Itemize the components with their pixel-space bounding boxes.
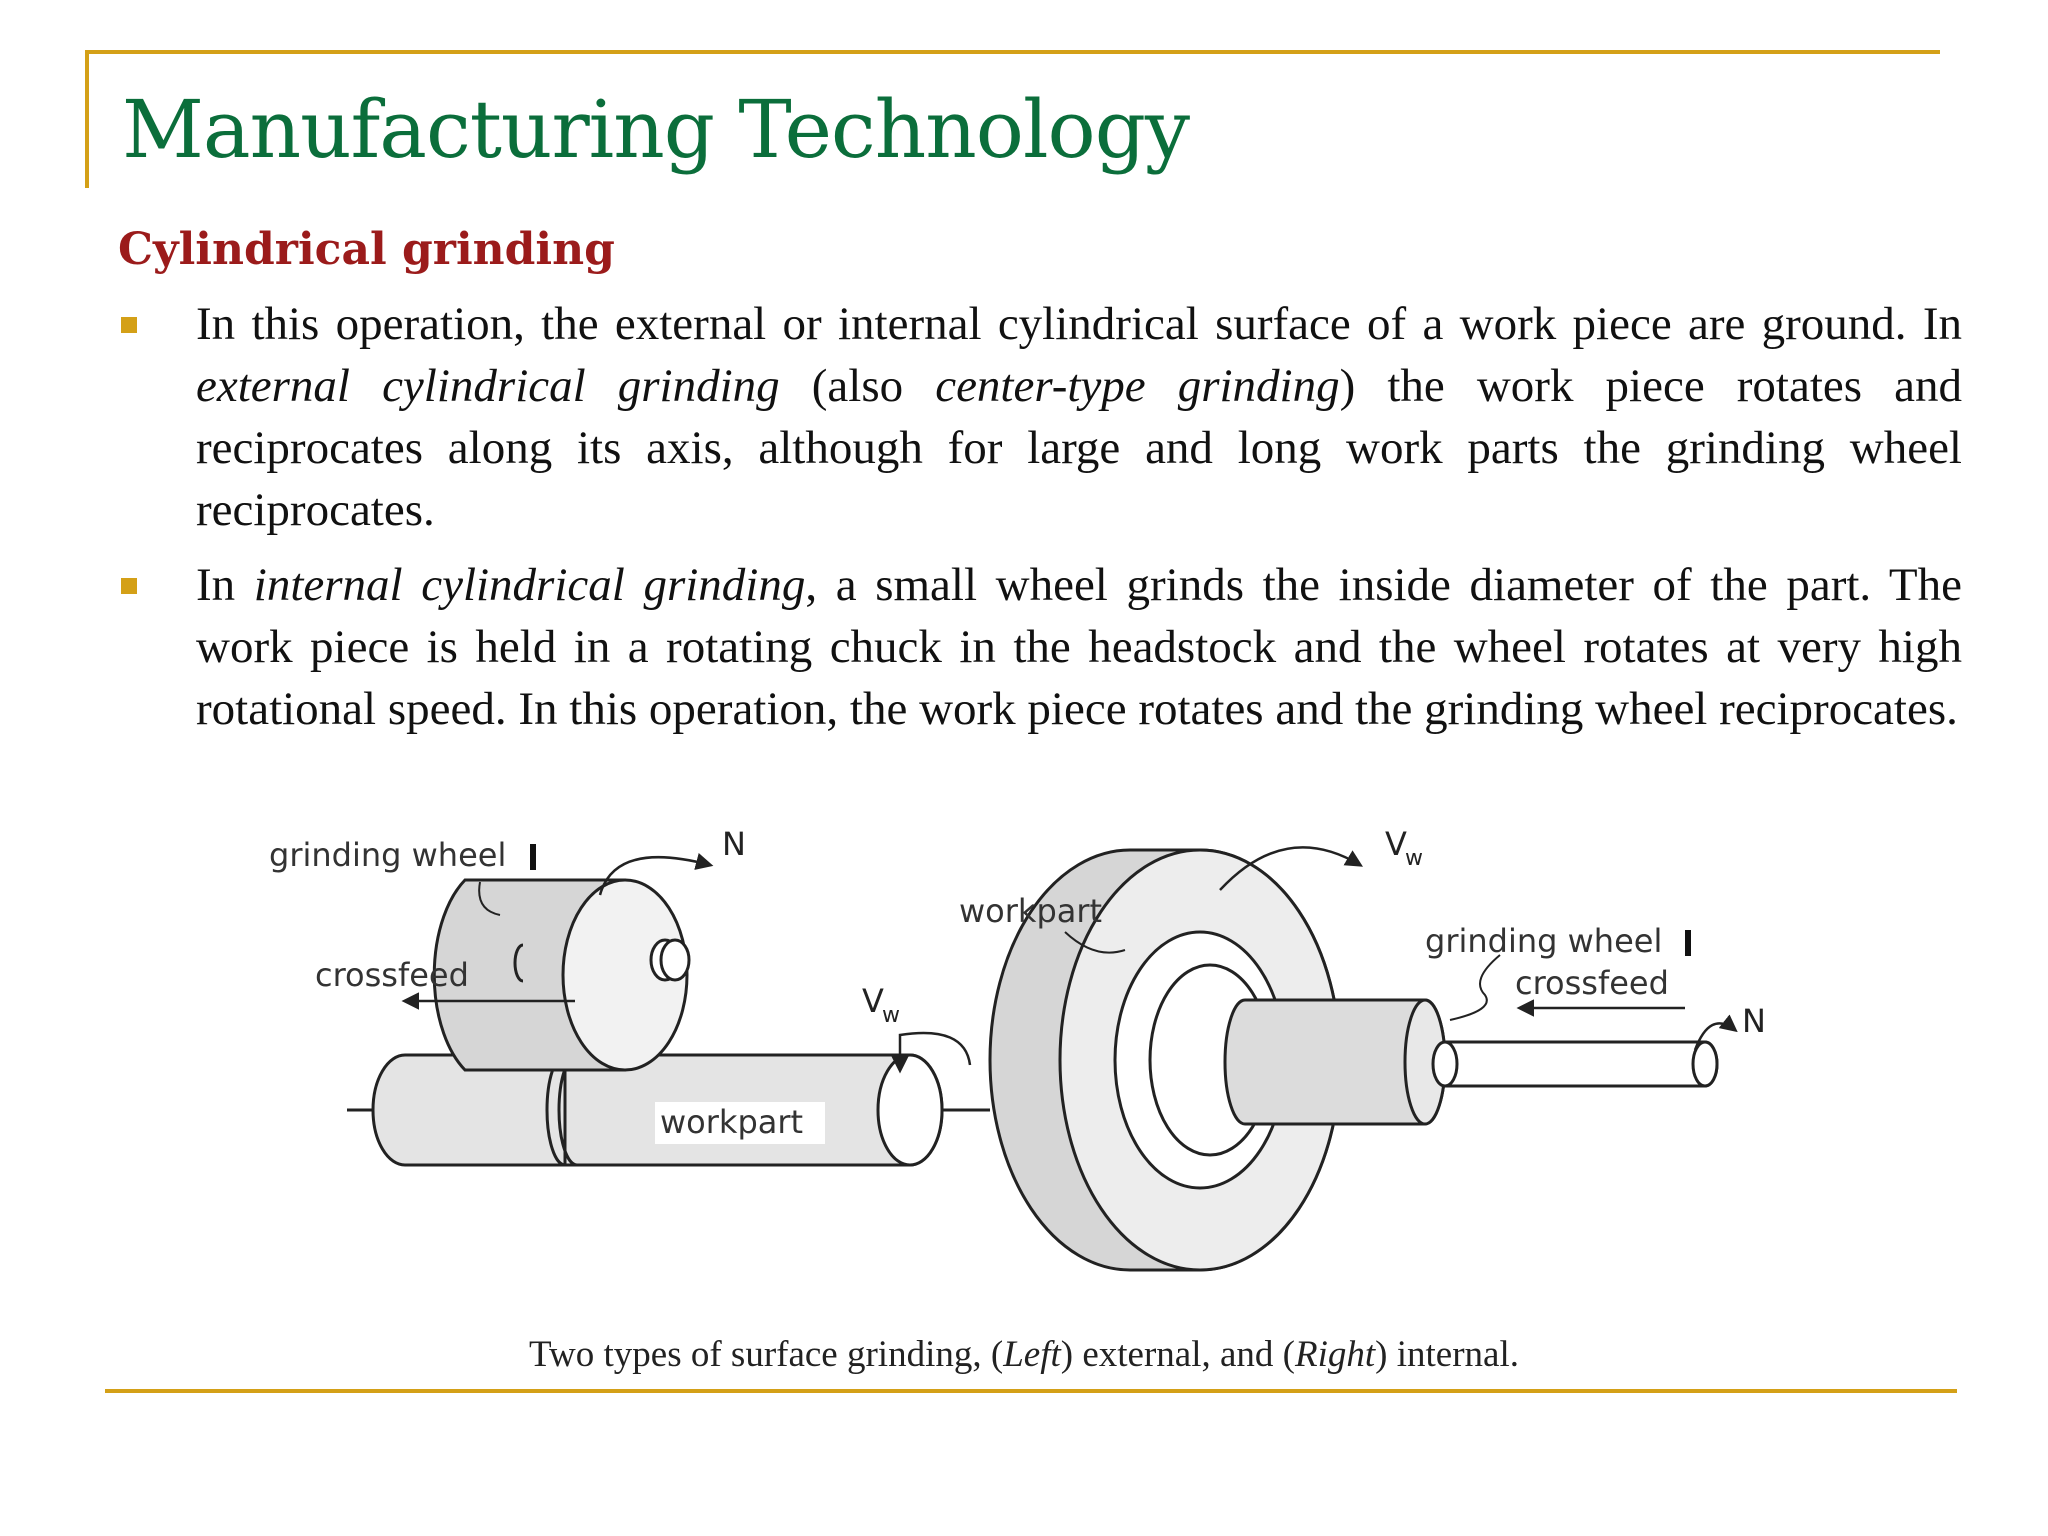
bullet-marker-2 <box>121 578 137 594</box>
bullet-paragraph-2: In internal cylindrical grinding, a smal… <box>196 554 1962 740</box>
grinding-wheel-label-bar-right <box>1685 930 1691 956</box>
caption-right: Right <box>1294 1334 1376 1375</box>
left-rule <box>85 50 89 188</box>
bullet-1-text-run: In this operation, the external or inter… <box>196 298 1962 350</box>
slide-subtitle: Cylindrical grinding <box>118 224 615 275</box>
leader-grinding-wheel-left <box>478 881 501 916</box>
label-crossfeed-left: crossfeed <box>315 956 469 994</box>
leader-workpart-right <box>1064 931 1126 954</box>
caption-part-1: Two types of surface grinding, ( <box>529 1334 1004 1375</box>
bullet-1-text-run: external cylindrical grinding <box>196 360 780 412</box>
label-grinding-wheel-left: grinding wheel <box>269 836 506 874</box>
caption-part-2: ) external, and ( <box>1060 1334 1295 1375</box>
rotation-arrow-n-right <box>1693 1014 1738 1051</box>
label-n-left: N <box>722 825 746 863</box>
leader-grinding-wheel-right <box>1449 954 1501 1021</box>
bullet-2-text-run: internal cylindrical grinding <box>253 559 806 611</box>
grinding-figure: grinding wheel crossfeed workpart N V w … <box>269 825 1766 1272</box>
rotation-arrow-vw-right <box>1219 846 1364 891</box>
bullet-1-text-run: ) the work piece rotates and reciprocate… <box>196 360 1962 536</box>
bullet-2-text-run: In <box>196 559 254 611</box>
caption-part-3: ) internal. <box>1375 1334 1519 1375</box>
label-v-right: V <box>1385 825 1407 863</box>
label-v-sub-left: w <box>882 1003 900 1028</box>
label-grinding-wheel-right: grinding wheel <box>1425 922 1662 960</box>
internal-grinding-diagram <box>988 848 1719 1272</box>
label-workpart-right: workpart <box>959 892 1102 930</box>
label-workpart-left: workpart <box>660 1103 803 1141</box>
bullet-marker-1 <box>121 317 137 333</box>
slide-title: Manufacturing Technology <box>122 83 1190 176</box>
bullet-1-text-run: (also <box>779 360 936 412</box>
bottom-rule <box>105 1389 1957 1393</box>
grinding-wheel-label-bar-left <box>530 844 536 870</box>
label-v-sub-right: w <box>1405 846 1423 871</box>
bullet-2-text-run: , a small wheel grinds the inside diamet… <box>196 559 1963 735</box>
label-n-right: N <box>1742 1002 1766 1040</box>
rotation-arrow-n-left <box>598 852 714 896</box>
label-v-left: V <box>862 982 884 1020</box>
figure-caption: Two types of surface grinding, (Left) ex… <box>0 1330 2048 1380</box>
bullet-1-text-run: center-type grinding <box>935 360 1340 412</box>
rotation-arrow-vw-left <box>891 1031 972 1074</box>
workpart-label-bg-left <box>655 1102 825 1144</box>
caption-left: Left <box>1003 1334 1061 1375</box>
bullet-paragraph-1: In this operation, the external or inter… <box>196 293 1962 541</box>
label-crossfeed-right: crossfeed <box>1515 964 1669 1002</box>
top-rule <box>85 50 1940 54</box>
